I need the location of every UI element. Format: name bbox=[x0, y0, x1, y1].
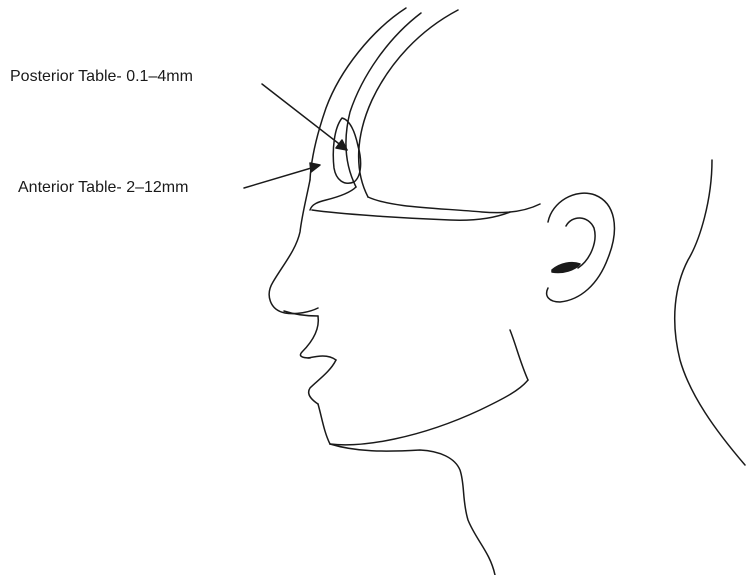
posterior-table-line bbox=[310, 187, 356, 210]
anterior-pointer bbox=[244, 166, 318, 188]
posterior-table-label: Posterior Table- 0.1–4mm bbox=[10, 68, 193, 86]
back-of-head bbox=[675, 160, 745, 465]
skull-middle-arc bbox=[346, 13, 421, 187]
anterior-table-label: Anterior Table- 2–12mm bbox=[18, 179, 188, 197]
anterior-cranial-floor bbox=[368, 197, 540, 213]
skull-inner-arc bbox=[359, 10, 458, 197]
jaw-line bbox=[330, 380, 528, 445]
cheek-line bbox=[510, 330, 528, 380]
face-profile-upper bbox=[269, 180, 318, 314]
chin bbox=[318, 404, 330, 444]
ear-inner bbox=[566, 218, 595, 268]
posterior-pointer bbox=[262, 84, 347, 150]
anterior-arrowhead bbox=[310, 163, 320, 172]
ear-canal bbox=[552, 263, 580, 273]
mouth-line bbox=[308, 356, 336, 360]
ear bbox=[547, 193, 615, 302]
upper-lip bbox=[300, 316, 318, 358]
lower-lip bbox=[309, 360, 336, 404]
neck-front bbox=[330, 444, 495, 575]
